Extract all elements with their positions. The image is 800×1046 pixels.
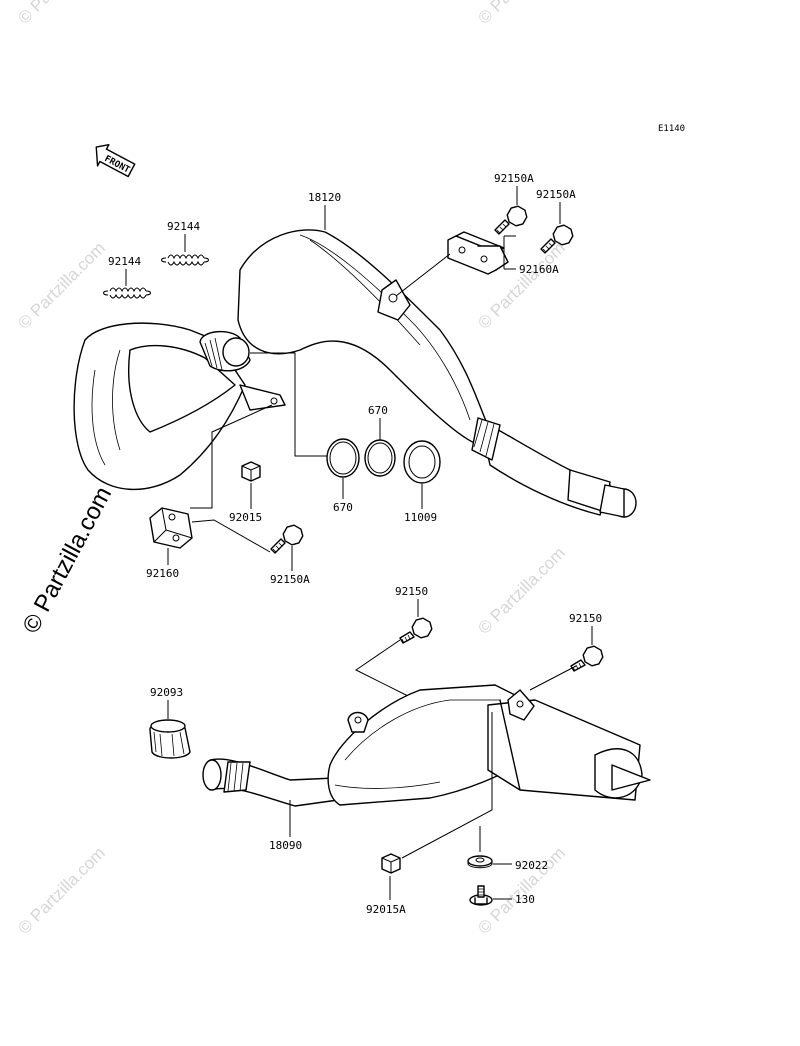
muffler-part[interactable] [202,684,651,807]
o-ring-icon[interactable] [364,439,396,477]
watermark: © Partzilla.com [14,843,108,937]
spring-label: 92144 [167,220,200,233]
o-ring-icon[interactable] [326,438,360,478]
leader-line [250,352,327,457]
gasket-icon[interactable] [403,440,441,484]
bolt-label: 92150A [270,573,310,586]
bolt-label: 130 [515,893,535,906]
leader-line [190,404,273,509]
watermark: © Partzilla.com [14,238,108,332]
muffler-label: 18090 [269,839,302,852]
bracket-icon[interactable] [447,231,509,275]
leader-line [401,712,493,859]
watermark: © Partzilla.com [474,0,568,28]
o-ring-label: 670 [368,404,388,417]
front-arrow-icon: FRONT [95,143,136,178]
washer-label: 92022 [515,859,548,872]
bolt-icon[interactable] [270,523,305,554]
spring-icon[interactable] [161,254,209,266]
bolt-icon[interactable] [570,644,605,672]
nut-label: 92015A [366,903,406,916]
bracket-label: 92160 [146,567,179,580]
bolt-label: 92150 [569,612,602,625]
exhaust-pipe-part[interactable] [73,229,637,518]
spring-icon[interactable] [103,287,151,299]
bracket-label: 92160A [519,263,559,276]
exhaust-pipe-label: 18120 [308,191,341,204]
gasket-label: 11009 [404,511,437,524]
bolt-label: 92150A [494,172,534,185]
watermark: © Partzilla.com [14,0,108,28]
bolt-label: 92150A [536,188,576,201]
nut-label: 92015 [229,511,262,524]
sleeve-icon[interactable] [149,719,191,759]
leader-line [191,519,271,553]
bolt-label: 92150 [395,585,428,598]
nut-icon[interactable] [381,853,401,874]
leader-line [503,235,516,270]
spring-label: 92144 [108,255,141,268]
nut-icon[interactable] [241,461,261,482]
leader-line [355,639,409,697]
side-watermark: © Partzilla.com [17,482,117,637]
washer-icon[interactable] [467,855,493,869]
bolt-icon[interactable] [494,204,529,235]
leader-line [529,665,577,691]
bracket-icon[interactable] [149,507,193,549]
watermark: © Partzilla.com [474,543,568,637]
diagram-code: E1140 [658,124,685,134]
o-ring-label: 670 [333,501,353,514]
bolt-icon[interactable] [540,223,575,254]
sleeve-label: 92093 [150,686,183,699]
bolt-icon[interactable] [399,616,434,644]
flange-bolt-icon[interactable] [469,885,493,906]
leader-line [395,253,451,297]
